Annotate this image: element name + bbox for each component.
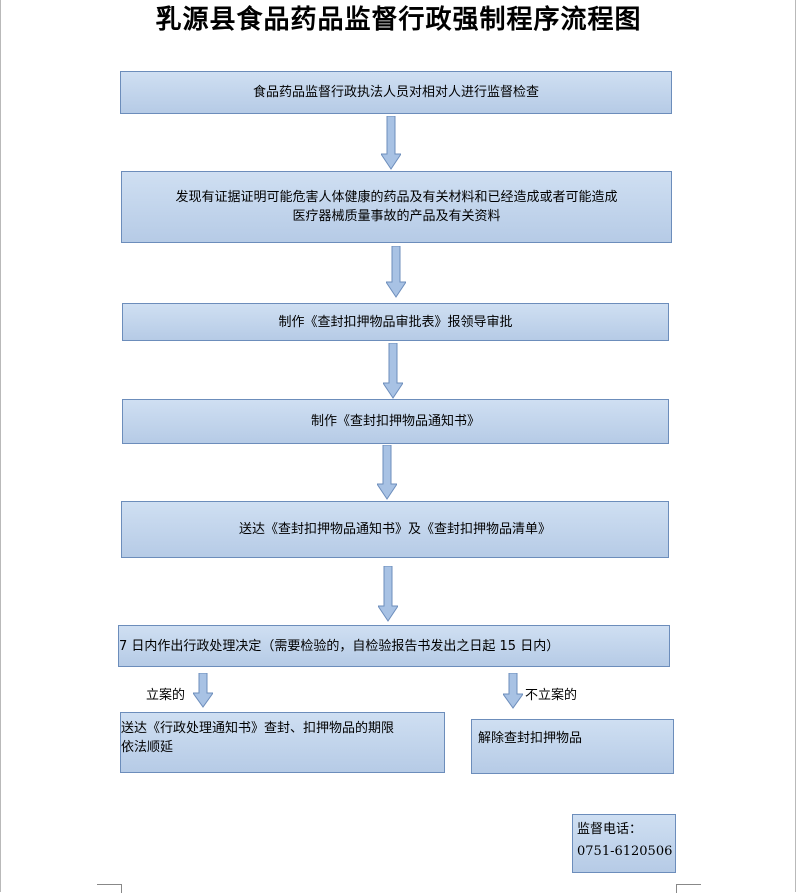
branch-label-not-filed: 不立案的 bbox=[525, 688, 578, 703]
page-corner-mark bbox=[97, 884, 122, 893]
down-arrow-icon bbox=[193, 673, 213, 708]
step-box-notice: 制作《查封扣押物品通知书》 bbox=[122, 399, 669, 444]
step-text: 发现有证据证明可能危害人体健康的药品及有关材料和已经造成或者可能造成 医疗器械质… bbox=[175, 190, 618, 224]
step-text: 制作《查封扣押物品通知书》 bbox=[310, 414, 480, 429]
page-title: 乳源县食品药品监督行政强制程序流程图 bbox=[155, 5, 642, 35]
contact-label: 监督电话： bbox=[577, 822, 643, 837]
branch-label-filed: 立案的 bbox=[146, 688, 186, 703]
page-border bbox=[795, 0, 796, 892]
step-box-decision: 7 日内作出行政处理决定（需要检验的，自检验报告书发出之日起 15 日内） bbox=[118, 625, 670, 667]
step-text: 送达《查封扣押物品通知书》及《查封扣押物品清单》 bbox=[238, 522, 551, 537]
down-arrow-icon bbox=[377, 445, 397, 500]
down-arrow-icon bbox=[503, 673, 523, 709]
page-border bbox=[0, 0, 1, 892]
contact-box: 监督电话： 0751-6120506 bbox=[572, 814, 676, 873]
down-arrow-icon bbox=[381, 116, 401, 170]
branch-text: 解除查封扣押物品 bbox=[478, 731, 583, 746]
page-corner-mark bbox=[676, 884, 701, 893]
step-text: 7 日内作出行政处理决定（需要检验的，自检验报告书发出之日起 15 日内） bbox=[119, 638, 560, 654]
step-box-inspection: 食品药品监督行政执法人员对相对人进行监督检查 bbox=[120, 71, 672, 114]
down-arrow-icon bbox=[378, 566, 398, 622]
step-text: 制作《查封扣押物品审批表》报领导审批 bbox=[278, 314, 513, 330]
step-box-evidence: 发现有证据证明可能危害人体健康的药品及有关材料和已经造成或者可能造成 医疗器械质… bbox=[121, 171, 672, 243]
contact-number: 0751-6120506 bbox=[577, 844, 673, 859]
branch-box-filed: 送达《行政处理通知书》查封、扣押物品的期限 依法顺延 bbox=[120, 712, 445, 773]
down-arrow-icon bbox=[383, 343, 403, 399]
step-box-approval: 制作《查封扣押物品审批表》报领导审批 bbox=[122, 303, 669, 341]
branch-box-not-filed: 解除查封扣押物品 bbox=[471, 719, 674, 774]
down-arrow-icon bbox=[386, 246, 406, 298]
branch-text: 送达《行政处理通知书》查封、扣押物品的期限 依法顺延 bbox=[121, 721, 395, 755]
step-box-delivery: 送达《查封扣押物品通知书》及《查封扣押物品清单》 bbox=[121, 501, 669, 558]
step-text: 食品药品监督行政执法人员对相对人进行监督检查 bbox=[252, 85, 539, 100]
